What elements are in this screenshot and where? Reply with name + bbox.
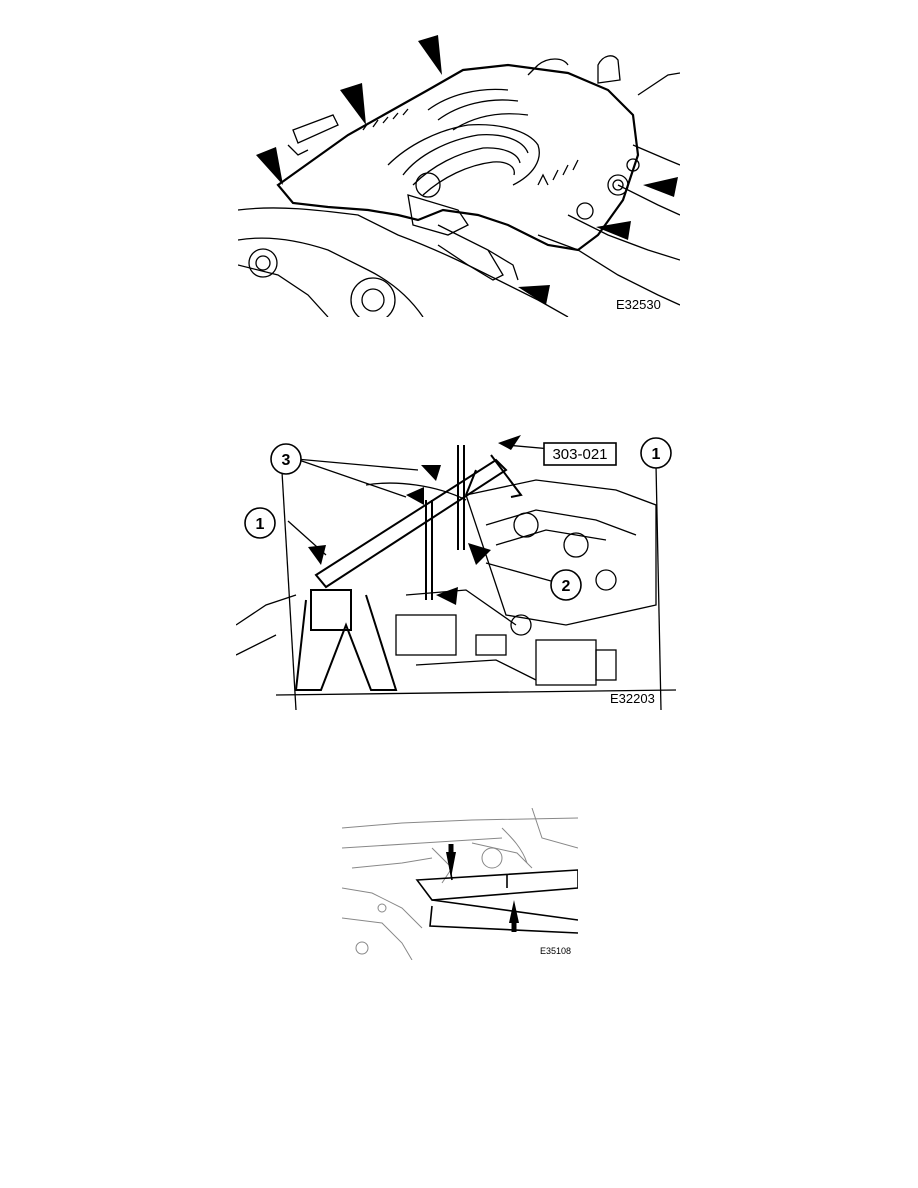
figure-reference-code: E32203 [610, 691, 655, 706]
callout-1-left: 1 [256, 516, 265, 533]
figure-reference-code: E35108 [540, 946, 571, 956]
engine-cover-illustration: E32530 [238, 35, 680, 317]
figure-crossmember: E35108 [342, 808, 578, 960]
crossmember-illustration: E35108 [342, 808, 578, 960]
engine-support-illustration: 3 1 2 1 303-021 E32203 [236, 435, 676, 710]
figure-reference-code: E32530 [616, 297, 661, 312]
callout-2: 2 [562, 578, 571, 595]
callout-1-right: 1 [652, 446, 661, 463]
figure-engine-support-tool: 3 1 2 1 303-021 E32203 [236, 425, 676, 710]
special-tool-number: 303-021 [552, 446, 607, 463]
callout-3: 3 [282, 452, 291, 469]
figure-engine-cover: E32530 [238, 35, 680, 317]
